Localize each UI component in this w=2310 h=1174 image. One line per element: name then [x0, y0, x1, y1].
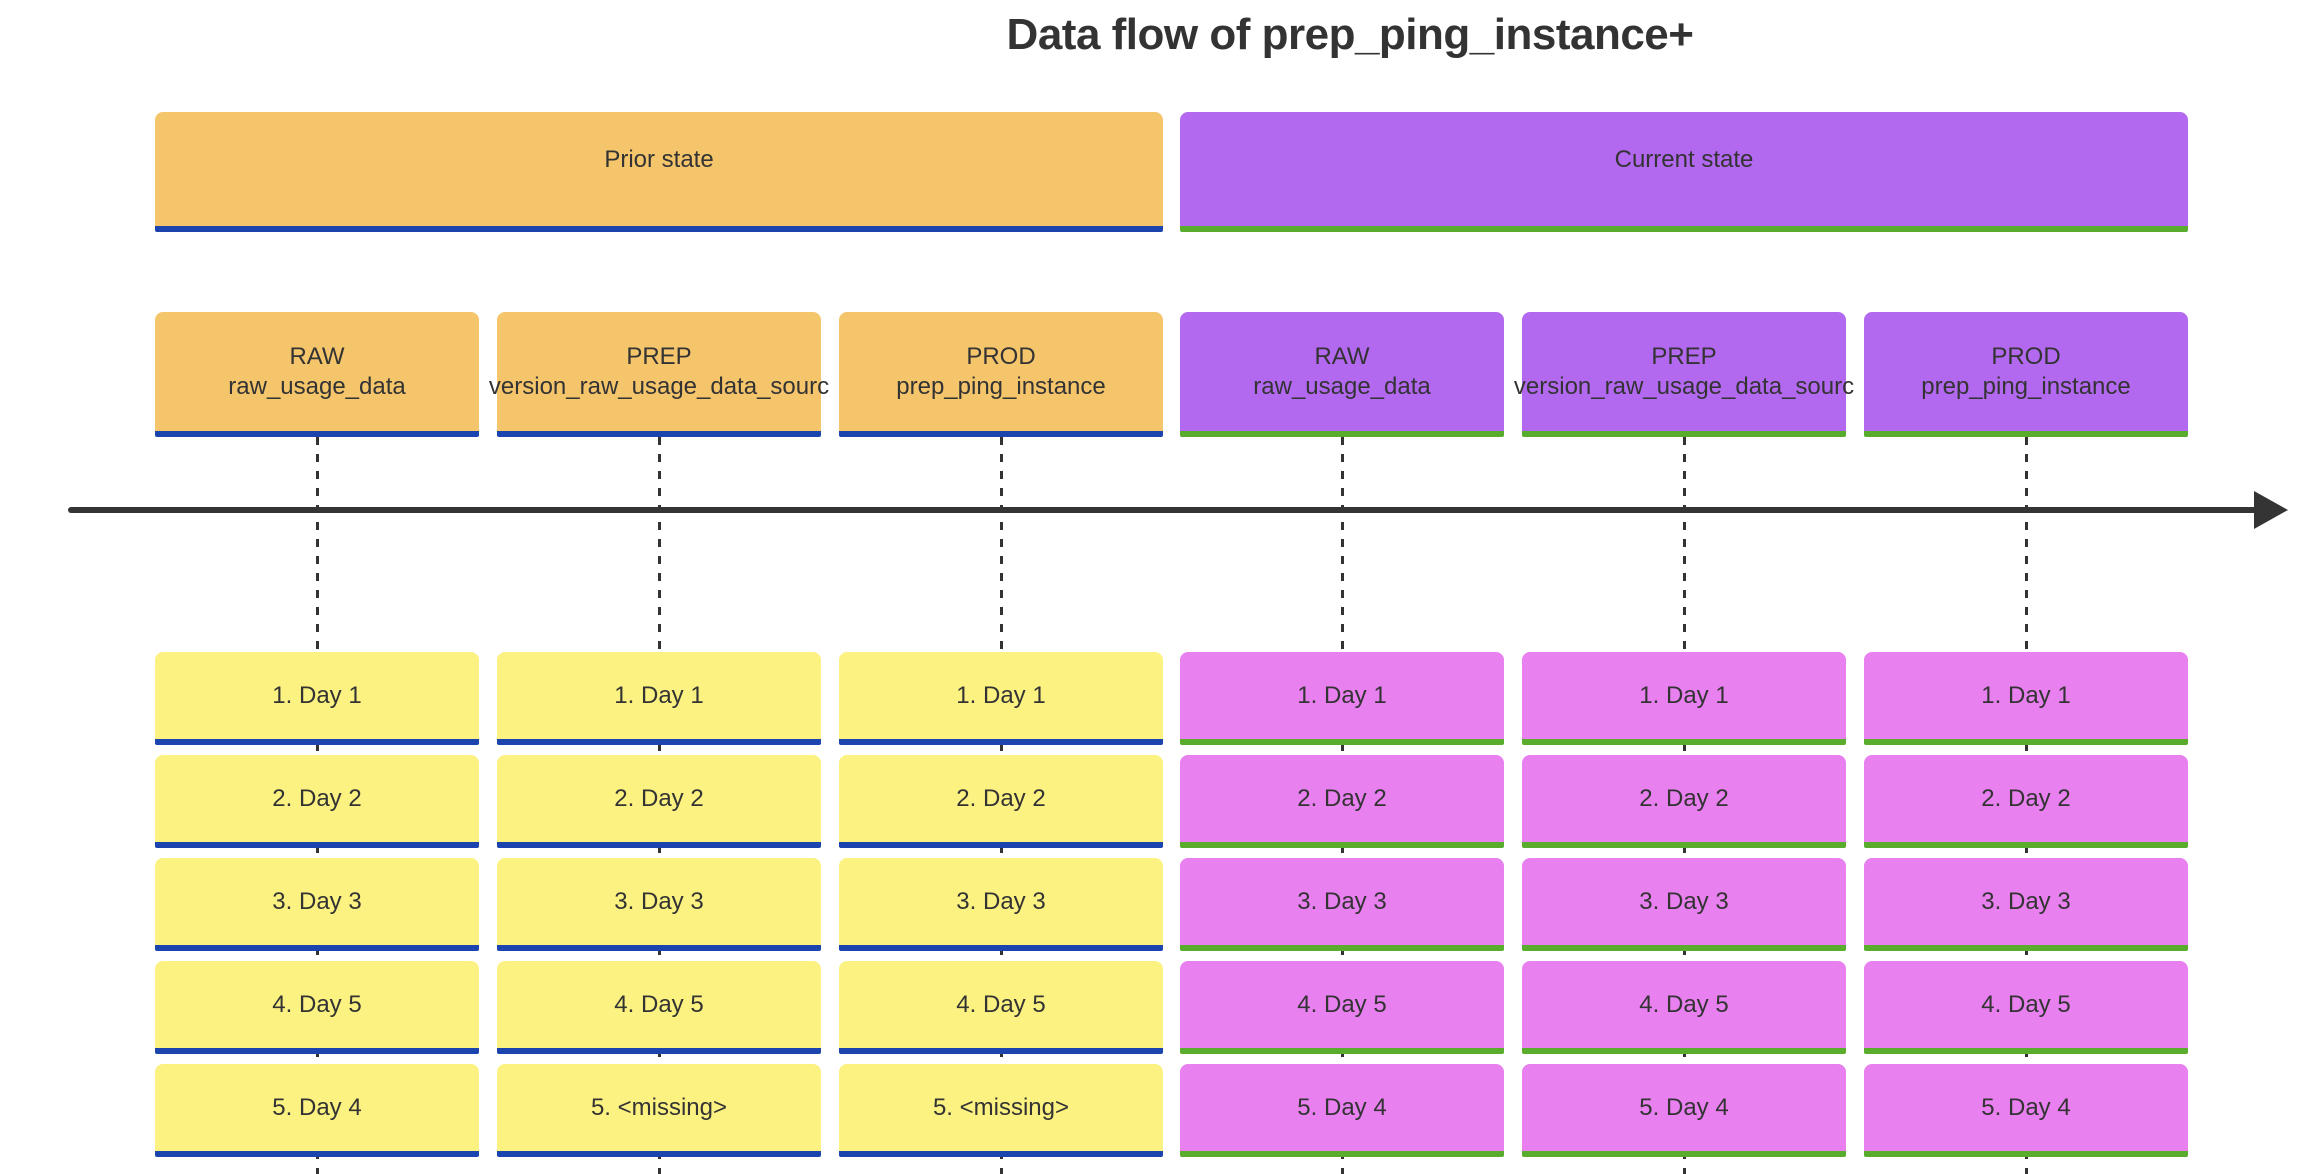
- task-box: 4. Day 5: [1522, 961, 1846, 1054]
- task-label: 3. Day 3: [1297, 887, 1387, 915]
- task-label: 2. Day 2: [1981, 784, 2071, 812]
- task-box: 5. <missing>: [839, 1064, 1163, 1157]
- column-header-prior-prod: PROD prep_ping_instance: [839, 312, 1163, 437]
- task-box: 4. Day 5: [1180, 961, 1504, 1054]
- task-label: 4. Day 5: [1297, 990, 1387, 1018]
- task-label: 2. Day 2: [272, 784, 362, 812]
- task-box: 5. Day 4: [1864, 1064, 2188, 1157]
- task-box: 2. Day 2: [155, 755, 479, 848]
- section-label-current: Current state: [1614, 146, 1754, 173]
- task-box: 2. Day 2: [1180, 755, 1504, 848]
- task-label: 4. Day 5: [956, 990, 1046, 1018]
- task-box: 4. Day 5: [839, 961, 1163, 1054]
- task-label: 1. Day 1: [1981, 681, 2071, 709]
- task-box: 5. Day 4: [155, 1064, 479, 1157]
- task-box: 5. Day 4: [1522, 1064, 1846, 1157]
- task-box: 1. Day 1: [1864, 652, 2188, 745]
- task-box: 3. Day 3: [497, 858, 821, 951]
- column-table-label: version_raw_usage_data_sourc: [1513, 372, 1855, 400]
- task-label: 1. Day 1: [272, 681, 362, 709]
- task-label: 1. Day 1: [614, 681, 704, 709]
- task-box: 1. Day 1: [155, 652, 479, 745]
- task-label: 3. Day 3: [1639, 887, 1729, 915]
- task-box: 3. Day 3: [1180, 858, 1504, 951]
- task-label: 5. Day 4: [1297, 1093, 1387, 1121]
- task-box: 4. Day 5: [155, 961, 479, 1054]
- task-label: 3. Day 3: [272, 887, 362, 915]
- task-box: 3. Day 3: [1522, 858, 1846, 951]
- task-label: 4. Day 5: [1981, 990, 2071, 1018]
- task-label: 3. Day 3: [1981, 887, 2071, 915]
- column-header-prior-prep: PREP version_raw_usage_data_sourc: [489, 312, 829, 437]
- task-label: 3. Day 3: [956, 887, 1046, 915]
- task-box: 2. Day 2: [1864, 755, 2188, 848]
- column-stage-label: PREP: [1651, 342, 1717, 370]
- column-header-current-prep: PREP version_raw_usage_data_sourc: [1514, 312, 1854, 437]
- section-bar-current-state: Current state: [1180, 112, 2188, 232]
- task-label: 2. Day 2: [614, 784, 704, 812]
- task-label: 1. Day 1: [1297, 681, 1387, 709]
- task-label: 4. Day 5: [614, 990, 704, 1018]
- column-table-label: prep_ping_instance: [896, 372, 1106, 400]
- task-label: 1. Day 1: [956, 681, 1046, 709]
- task-box: 1. Day 1: [497, 652, 821, 745]
- column-table-label: raw_usage_data: [1253, 372, 1431, 400]
- task-label: 5. Day 4: [1981, 1093, 2071, 1121]
- section-bar-prior-state: Prior state: [155, 112, 1163, 232]
- task-label: 2. Day 2: [1297, 784, 1387, 812]
- task-box: 5. Day 4: [1180, 1064, 1504, 1157]
- column-stage-label: PROD: [1991, 342, 2061, 370]
- task-label: 5. Day 4: [272, 1093, 362, 1121]
- column-stage-label: RAW: [1314, 342, 1370, 370]
- column-header-current-prod: PROD prep_ping_instance: [1864, 312, 2188, 437]
- task-label: 2. Day 2: [1639, 784, 1729, 812]
- column-table-label: version_raw_usage_data_sourc: [488, 372, 830, 400]
- column-stage-label: RAW: [289, 342, 345, 370]
- timeline-axis-arrowhead-icon: [2254, 491, 2288, 529]
- column-header-prior-raw: RAW raw_usage_data: [155, 312, 479, 437]
- task-label: 5. Day 4: [1639, 1093, 1729, 1121]
- column-table-label: prep_ping_instance: [1921, 372, 2131, 400]
- timeline-axis-line: [68, 507, 2258, 513]
- task-label: 4. Day 5: [272, 990, 362, 1018]
- column-table-label: raw_usage_data: [228, 372, 406, 400]
- column-stage-label: PROD: [966, 342, 1036, 370]
- task-box: 5. <missing>: [497, 1064, 821, 1157]
- task-box: 4. Day 5: [1864, 961, 2188, 1054]
- column-stage-label: PREP: [626, 342, 692, 370]
- task-box: 1. Day 1: [839, 652, 1163, 745]
- task-label: 1. Day 1: [1639, 681, 1729, 709]
- task-box: 2. Day 2: [497, 755, 821, 848]
- task-box: 3. Day 3: [155, 858, 479, 951]
- task-box: 2. Day 2: [1522, 755, 1846, 848]
- task-label: 4. Day 5: [1639, 990, 1729, 1018]
- task-box: 4. Day 5: [497, 961, 821, 1054]
- task-box: 3. Day 3: [1864, 858, 2188, 951]
- column-header-current-raw: RAW raw_usage_data: [1180, 312, 1504, 437]
- task-box: 1. Day 1: [1522, 652, 1846, 745]
- task-box: 2. Day 2: [839, 755, 1163, 848]
- task-label: 5. <missing>: [932, 1093, 1070, 1121]
- task-box: 1. Day 1: [1180, 652, 1504, 745]
- task-label: 3. Day 3: [614, 887, 704, 915]
- section-label-prior: Prior state: [604, 146, 714, 173]
- diagram-title: Data flow of prep_ping_instance+: [1006, 10, 1694, 59]
- task-label: 5. <missing>: [590, 1093, 728, 1121]
- task-label: 2. Day 2: [956, 784, 1046, 812]
- task-box: 3. Day 3: [839, 858, 1163, 951]
